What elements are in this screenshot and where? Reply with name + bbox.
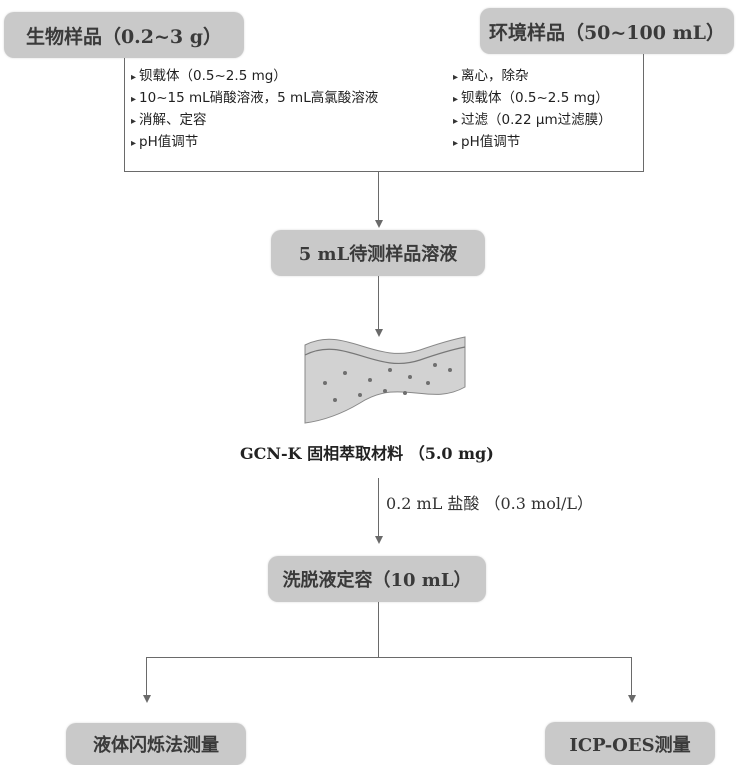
frame-bottom-line: [124, 171, 644, 172]
eluent-box: 洗脱液定容（10 mL）: [268, 556, 486, 602]
lsc-measurement-box: 液体闪烁法测量: [66, 723, 246, 765]
frame-left-line: [124, 58, 125, 172]
test-solution-box: 5 mL待测样品溶液: [271, 230, 485, 276]
arrow-shaft-3: [378, 478, 379, 538]
bio-sample-box: 生物样品（0.2~3 g）: [4, 12, 244, 58]
split-stem: [378, 602, 379, 657]
split-left-arrowhead: [143, 695, 151, 703]
bio-step-item: 钡载体（0.5~2.5 mg）: [131, 66, 378, 88]
split-right-drop: [631, 657, 632, 697]
arrowhead-2: [375, 329, 383, 337]
test-solution-label: 5 mL待测样品溶液: [298, 244, 458, 265]
bio-step-item: 消解、定容: [131, 110, 378, 132]
arrow-shaft-1: [378, 172, 379, 222]
frame-right-line: [643, 54, 644, 172]
lsc-measurement-label: 液体闪烁法测量: [93, 735, 219, 756]
eluent-label: 洗脱液定容（10 mL）: [282, 570, 472, 591]
env-sample-steps: 离心，除杂 钡载体（0.5~2.5 mg） 过滤（0.22 μm过滤膜） pH值…: [453, 66, 612, 154]
arrowhead-1: [375, 220, 383, 228]
icp-oes-measurement-label: ICP-OES测量: [569, 734, 691, 756]
material-wave-line: [304, 346, 466, 365]
bio-step-item: 10~15 mL硝酸溶液，5 mL高氯酸溶液: [131, 88, 378, 110]
bio-sample-title: 生物样品（0.2~3 g）: [25, 25, 223, 48]
arrowhead-3: [375, 536, 383, 544]
env-sample-box: 环境样品（50~100 mL）: [480, 8, 734, 54]
split-bar: [146, 657, 632, 658]
arrow-shaft-2: [378, 276, 379, 331]
extraction-material-graphic: [304, 336, 466, 424]
bio-step-item: pH值调节: [131, 132, 378, 154]
split-left-drop: [146, 657, 147, 697]
env-step-item: 过滤（0.22 μm过滤膜）: [453, 110, 612, 132]
material-dots: [323, 363, 452, 402]
env-step-item: 离心，除杂: [453, 66, 612, 88]
env-step-item: pH值调节: [453, 132, 612, 154]
material-band: [304, 336, 466, 424]
icp-oes-measurement-box: ICP-OES测量: [545, 722, 715, 765]
reagent-label: 0.2 mL 盐酸 （0.3 mol/L）: [386, 494, 593, 513]
material-label: GCN-K 固相萃取材料 （5.0 mg): [240, 444, 494, 463]
env-sample-title: 环境样品（50~100 mL）: [488, 21, 726, 44]
split-right-arrowhead: [628, 695, 636, 703]
env-step-item: 钡载体（0.5~2.5 mg）: [453, 88, 612, 110]
bio-sample-steps: 钡载体（0.5~2.5 mg） 10~15 mL硝酸溶液，5 mL高氯酸溶液 消…: [131, 66, 378, 154]
